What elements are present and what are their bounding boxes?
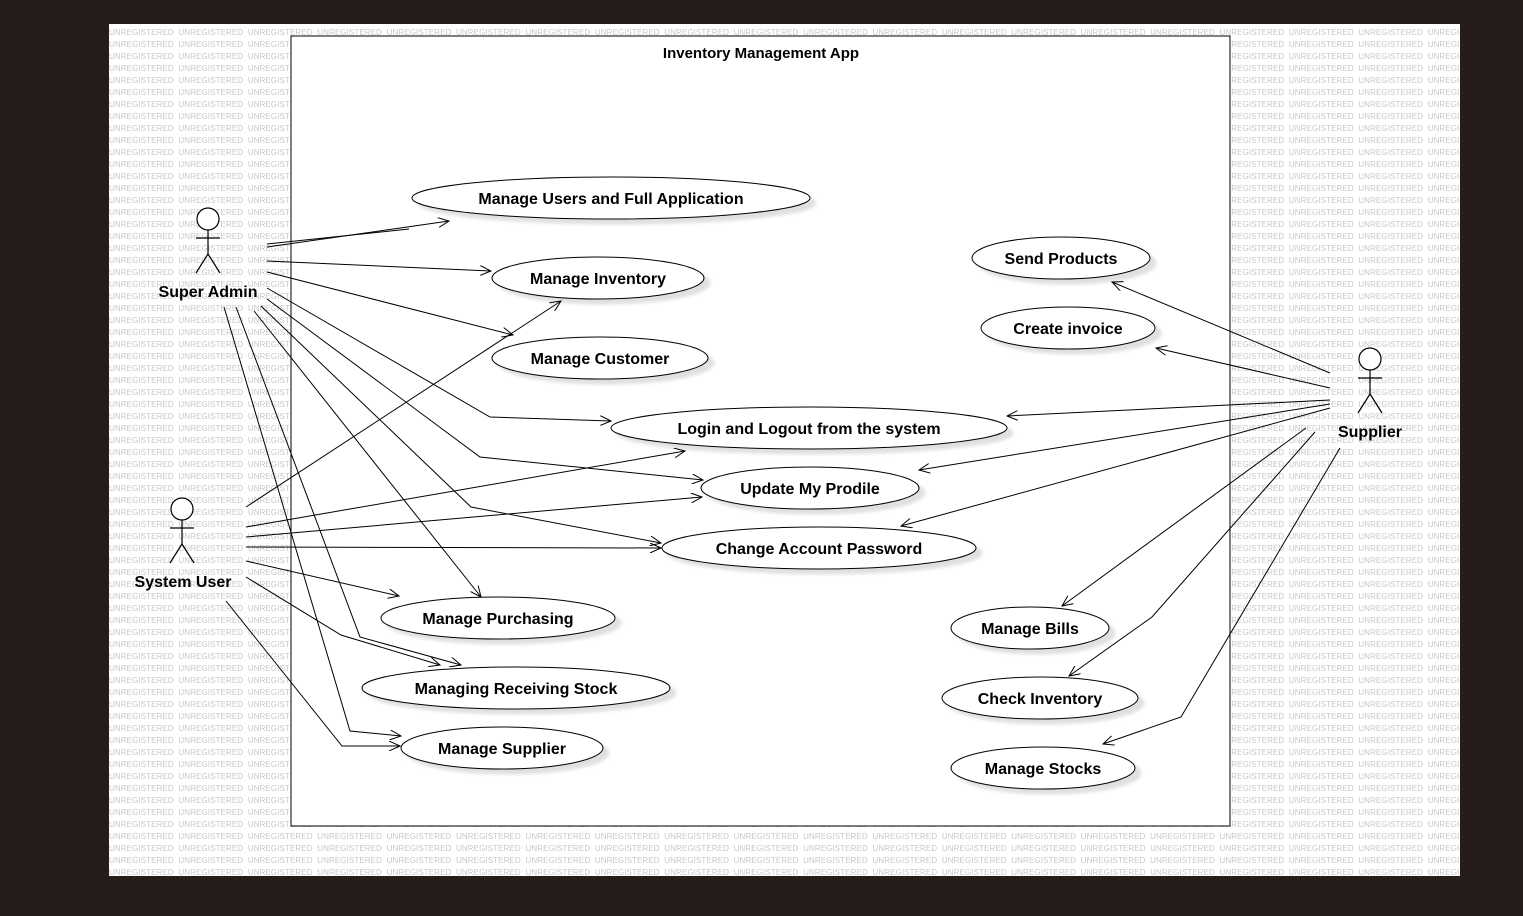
use-case-manage-stocks[interactable]: Manage Stocks bbox=[950, 746, 1136, 790]
use-case-receiving-stock[interactable]: Managing Receiving Stock bbox=[361, 666, 671, 710]
actor-supplier[interactable]: Supplier bbox=[1338, 347, 1402, 441]
actor-system-user[interactable]: System User bbox=[135, 497, 232, 591]
actor-label: Supplier bbox=[1338, 424, 1402, 441]
use-case-label: Change Account Password bbox=[716, 541, 923, 558]
assoc-user-purchasing bbox=[245, 560, 399, 596]
assoc-admin-receiving bbox=[235, 306, 461, 665]
stick-figure-icon bbox=[1357, 347, 1383, 414]
actor-label: System User bbox=[135, 574, 232, 591]
use-case-label: Managing Receiving Stock bbox=[415, 681, 618, 698]
use-case-check-inventory[interactable]: Check Inventory bbox=[941, 676, 1139, 720]
use-case-label: Manage Supplier bbox=[438, 741, 566, 758]
use-case-manage-bills[interactable]: Manage Bills bbox=[950, 606, 1110, 650]
assoc-admin-manage-users-2 bbox=[266, 228, 410, 245]
assoc-user-supplier bbox=[225, 600, 400, 746]
assoc-admin-supplier bbox=[223, 306, 401, 736]
use-case-manage-inventory[interactable]: Manage Inventory bbox=[491, 256, 705, 300]
assoc-admin-change-password bbox=[260, 305, 661, 543]
use-case-manage-supplier[interactable]: Manage Supplier bbox=[400, 726, 604, 770]
assoc-user-manage-inventory bbox=[245, 301, 561, 508]
diagram-canvas: UNREGISTERED UNREGISTERED UNREGISTERED U… bbox=[109, 24, 1460, 876]
use-case-manage-purchasing[interactable]: Manage Purchasing bbox=[380, 596, 616, 640]
assoc-user-receiving bbox=[245, 576, 440, 665]
use-case-label: Send Products bbox=[1005, 251, 1118, 268]
use-case-label: Manage Bills bbox=[981, 621, 1079, 638]
use-case-label: Check Inventory bbox=[978, 691, 1103, 708]
assoc-supplier-check-inventory bbox=[1069, 431, 1316, 676]
assoc-admin-manage-customer bbox=[266, 271, 513, 335]
use-case-label: Manage Purchasing bbox=[422, 611, 573, 628]
use-case-diagram: Inventory Management App bbox=[135, 35, 1402, 827]
use-case-label: Manage Stocks bbox=[985, 761, 1102, 778]
assoc-user-change-password bbox=[245, 547, 661, 548]
assoc-supplier-send-products bbox=[1112, 282, 1331, 374]
use-case-login-logout[interactable]: Login and Logout from the system bbox=[610, 406, 1008, 450]
assoc-supplier-change-password bbox=[901, 407, 1331, 526]
use-case-label: Manage Inventory bbox=[530, 271, 666, 288]
use-case-label: Manage Users and Full Application bbox=[478, 191, 743, 208]
assoc-supplier-stocks bbox=[1103, 447, 1341, 744]
assoc-admin-manage-inventory bbox=[266, 260, 491, 271]
use-case-send-products[interactable]: Send Products bbox=[971, 236, 1151, 280]
use-case-update-profile[interactable]: Update My Prodile bbox=[700, 466, 920, 510]
use-case-create-invoice[interactable]: Create invoice bbox=[980, 306, 1156, 350]
stick-figure-icon bbox=[195, 207, 221, 274]
assoc-admin-login bbox=[266, 287, 611, 421]
use-case-label: Login and Logout from the system bbox=[677, 421, 940, 438]
actor-super-admin[interactable]: Super Admin bbox=[159, 207, 258, 301]
assoc-user-login bbox=[245, 451, 685, 528]
use-case-label: Update My Prodile bbox=[740, 481, 880, 498]
assoc-supplier-update-profile bbox=[919, 403, 1331, 470]
assoc-supplier-bills bbox=[1062, 427, 1307, 606]
system-title: Inventory Management App bbox=[663, 45, 859, 62]
assoc-admin-update-profile bbox=[266, 298, 703, 480]
use-case-manage-customer[interactable]: Manage Customer bbox=[491, 336, 709, 380]
use-case-label: Manage Customer bbox=[531, 351, 670, 368]
associations bbox=[223, 221, 1341, 746]
assoc-admin-purchasing bbox=[253, 310, 481, 597]
use-case-manage-users[interactable]: Manage Users and Full Application bbox=[411, 176, 811, 220]
use-case-change-password[interactable]: Change Account Password bbox=[661, 526, 977, 570]
assoc-user-update-profile bbox=[245, 497, 702, 538]
stick-figure-icon bbox=[169, 497, 195, 564]
assoc-supplier-create-invoice bbox=[1156, 348, 1331, 389]
actor-label: Super Admin bbox=[159, 284, 258, 301]
assoc-supplier-login bbox=[1007, 399, 1331, 416]
use-case-label: Create invoice bbox=[1013, 321, 1122, 338]
